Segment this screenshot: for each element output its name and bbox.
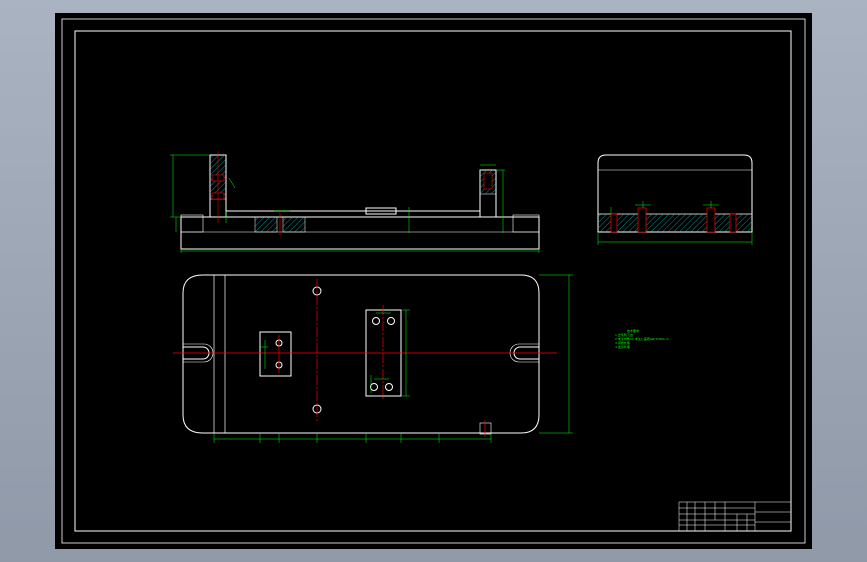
technical-note-line: 3.调质处理 (615, 341, 630, 345)
front-view-hatch (209, 151, 497, 235)
cad-drawing (61, 18, 806, 544)
side-view-hatch (597, 207, 753, 233)
technical-notes: 技术要求 1.去毛刺飞边 2.未注倒角C1,未注公差按GB/T1804-m 3.… (615, 329, 669, 349)
technical-note-line: 4.发蓝处理 (615, 345, 630, 349)
front-view-dimensions (170, 154, 540, 253)
outer-border (61, 18, 806, 544)
technical-note-line: 2.未注倒角C1,未注公差按GB/T1804-m (615, 337, 669, 341)
plan-view-dimensions (213, 274, 573, 443)
drawing-sheet: 技术要求 1.去毛刺飞边 2.未注倒角C1,未注公差按GB/T1804-m 3.… (55, 13, 812, 549)
technical-note-line: 1.去毛刺飞边 (615, 333, 633, 337)
inner-border (74, 30, 792, 532)
technical-notes-heading: 技术要求 (627, 329, 640, 333)
side-view-dimensions (597, 201, 753, 245)
front-view (180, 154, 540, 250)
plan-view-centerlines (173, 279, 557, 437)
title-block (678, 501, 792, 532)
plan-view (182, 274, 540, 435)
